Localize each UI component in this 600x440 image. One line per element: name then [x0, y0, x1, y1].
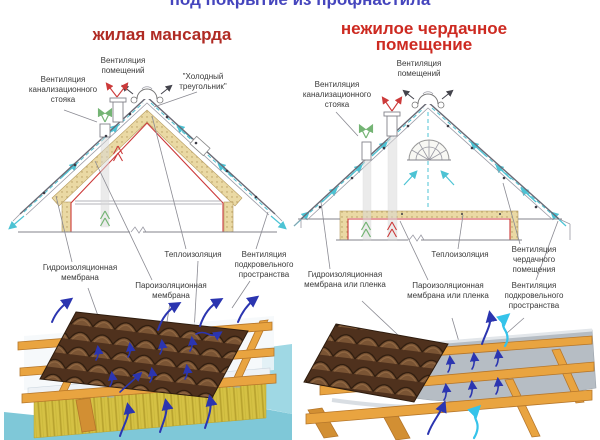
label-right-vent-sewer: Вентиляция канализационного стояка — [302, 80, 372, 109]
ridge-exhaust-arrow-icon — [160, 84, 173, 95]
label-right-vent-underroof: Вентиляция подкровельного пространства — [504, 281, 564, 310]
sewer-vent-arrow-icon — [365, 123, 374, 139]
airflow-arrow-icon — [61, 162, 78, 178]
skylight-icon — [189, 135, 211, 157]
roof-fastener-dots — [42, 112, 258, 199]
room-vent-duct — [387, 135, 398, 241]
room-vent-arrow-icon — [391, 96, 403, 112]
ridge-exhaust-arrow-icon — [402, 89, 415, 100]
sewer-vent-arrow-icon — [358, 123, 367, 139]
label-right-vapor-membrane: Пароизоляционная мембрана или пленка — [407, 281, 489, 300]
right-leader-lines — [320, 111, 559, 353]
counter-batten — [504, 378, 541, 438]
break-squiggle — [408, 234, 425, 242]
eave-airflow-arrow-icon — [270, 215, 287, 230]
sewer-vent-pipe — [99, 123, 111, 138]
line-break-mask — [408, 234, 421, 244]
left-heading: жилая мансарда — [92, 25, 232, 44]
label-right-thermal: Теплоизоляция — [431, 250, 489, 259]
ceiling-lines — [75, 200, 222, 205]
right-schematic — [293, 89, 571, 353]
room-vent-cap — [109, 97, 127, 103]
batten-rail — [305, 389, 593, 425]
vapor-barrier-line — [70, 122, 224, 232]
label-left-cold-triangle: "Холодный треугольник" — [179, 72, 227, 91]
label-right-hydro-membrane: Гидроизоляционная мембрана или пленка — [304, 270, 386, 289]
label-left-vent-rooms: Вентиляция помещений — [100, 56, 146, 75]
room-interior — [348, 218, 510, 240]
ridge-exhaust-arrow-icon — [441, 89, 454, 100]
underroof-airflow-dashed — [304, 107, 556, 218]
ridge-vent-icon — [130, 86, 164, 104]
slope-insulation — [51, 109, 243, 207]
airflow-cyan-arrows — [467, 313, 511, 440]
break-squiggle — [130, 226, 147, 234]
left-3d-roof-section: TYVEK TYVEK TYVEK — [4, 295, 292, 440]
label-left-vapor-membrane: Пароизоляционная мембрана — [135, 281, 207, 300]
label-left-hydro-membrane: Гидроизоляционная мембрана — [42, 263, 118, 282]
right-3d-roof-section — [303, 310, 597, 440]
label-left-thermal: Теплоизоляция — [164, 250, 222, 259]
ridge-vent-icon — [411, 91, 445, 109]
roof-fastener-dots — [318, 124, 538, 209]
eave-airflow-arrow-icon — [8, 215, 25, 230]
sewer-vent-arrow-icon — [97, 107, 106, 123]
line-break-mask — [130, 226, 143, 236]
airflow-blue-arrows — [427, 310, 504, 435]
page-title: под покрытие из профнастила — [0, 0, 600, 10]
room-vent-pipe — [386, 115, 398, 137]
sewer-vent-pipe — [361, 141, 372, 161]
metal-tile-sheet — [303, 323, 449, 403]
label-right-vent-attic: Вентиляция чердачного помещения — [511, 245, 557, 274]
airflow-blue-arrows — [51, 295, 260, 437]
sewer-vent-arrow-icon — [104, 107, 113, 123]
counter-batten — [551, 348, 585, 404]
right-heading: нежилое чердачное помещение — [340, 19, 508, 54]
room-vent-cap — [383, 111, 401, 117]
roof-inner-line — [12, 102, 283, 222]
room-vent-arrow-icon — [105, 82, 118, 98]
label-left-vent-underroof: Вентиляция подкровельного пространства — [234, 250, 294, 279]
gable-louver-icon — [407, 139, 451, 161]
label-right-vent-rooms: Вентиляция помещений — [396, 59, 442, 78]
rafter-foot — [75, 397, 97, 433]
room-vent-pipe — [112, 101, 124, 123]
room-vent-arrow-icon — [381, 96, 393, 112]
roof-inner-line — [293, 107, 571, 240]
vapor-barrier-line — [347, 218, 511, 240]
label-left-vent-sewer: Вентиляция канализационного стояка — [28, 75, 98, 104]
knee-wall-insulation — [223, 201, 234, 233]
room-vent-arrow-icon — [116, 82, 129, 98]
